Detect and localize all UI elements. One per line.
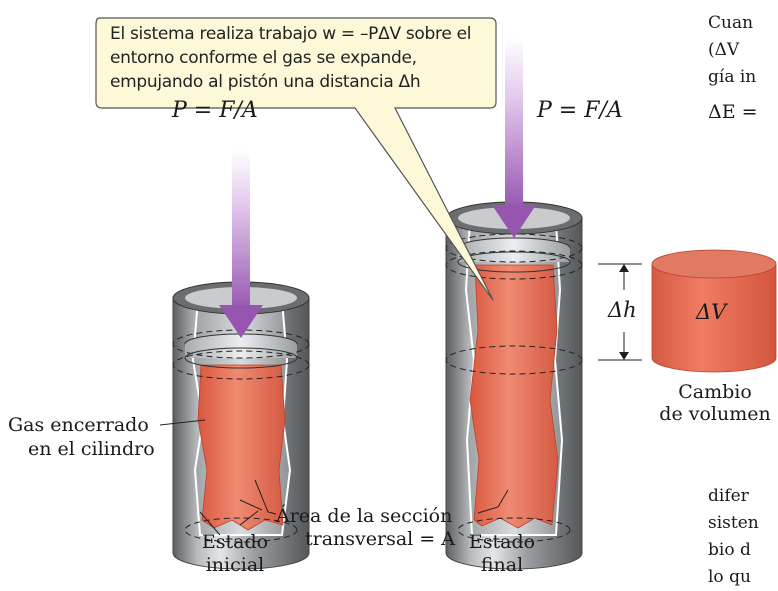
gas-label-1: Gas encerrado: [8, 414, 149, 436]
area-label-1: Área de la sección: [276, 505, 453, 527]
volume-change-label-1: Cambio: [678, 381, 752, 403]
delta-h-dimension: [598, 263, 642, 361]
final-state-label-2: final: [480, 554, 524, 576]
leader-lines: [159, 419, 509, 536]
cylinder-initial: [172, 281, 310, 570]
delta-v-label: ΔV: [696, 300, 727, 324]
callout-bubble: [95, 17, 497, 301]
callout-text: El sistema realiza trabajo w = –PΔV sobr…: [110, 24, 472, 92]
side-text-7: bio d: [708, 540, 751, 560]
area-label-2: transversal = A: [305, 528, 455, 550]
side-text-6: sisten: [708, 513, 759, 533]
gas-initial: [197, 364, 286, 531]
volume-change-label-2: de volumen: [659, 403, 771, 425]
gas-final: [469, 264, 559, 529]
initial-state-label-2: inicial: [205, 554, 265, 576]
pressure-label-right: P = F/A: [537, 98, 623, 123]
side-text-1: Cuan: [708, 13, 754, 33]
side-text-8: lo qu: [708, 567, 751, 587]
side-text-2: (ΔV: [708, 40, 740, 60]
side-text-5: difer: [708, 486, 749, 506]
pressure-label-left: P = F/A: [172, 98, 258, 123]
pressure-arrow-right: [492, 38, 536, 238]
delta-v-cylinder: [651, 249, 777, 373]
gas-label-2: en el cilindro: [28, 438, 155, 460]
delta-h-label: Δh: [608, 298, 637, 322]
pressure-arrow-left: [219, 150, 263, 338]
final-state-label-1: Estado: [468, 531, 536, 553]
initial-state-label-1: Estado: [201, 531, 269, 553]
cylinder-final: [445, 201, 583, 570]
side-text-3: gía in: [708, 67, 757, 87]
side-text-4: ΔE =: [708, 101, 758, 123]
